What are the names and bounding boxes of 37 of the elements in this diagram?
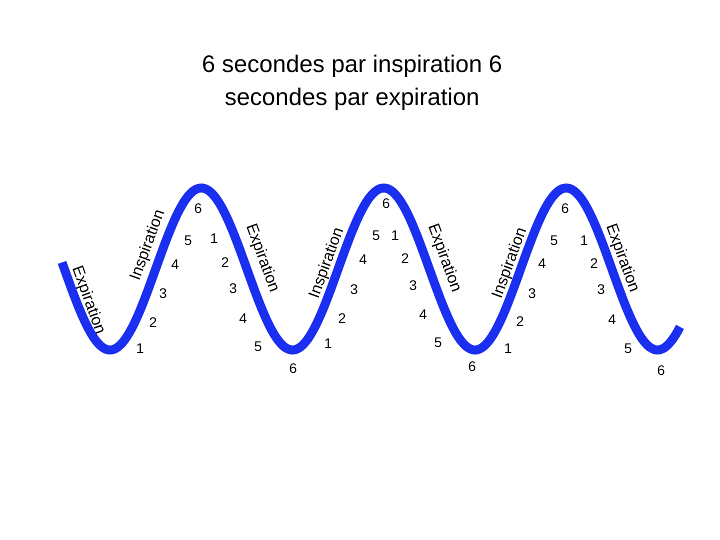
title: 6 secondes par inspiration 6 secondes par expiration [200, 50, 504, 113]
count-number: 3 [229, 280, 237, 296]
count-number: 2 [401, 250, 409, 266]
count-number: 4 [171, 256, 179, 272]
count-number: 1 [580, 232, 588, 248]
count-number: 3 [528, 285, 536, 301]
count-number: 6 [289, 360, 297, 376]
count-number: 6 [382, 195, 390, 211]
count-number: 1 [136, 340, 144, 356]
count-number: 5 [372, 227, 380, 243]
count-number: 5 [254, 338, 262, 354]
count-number: 5 [550, 232, 558, 248]
count-number: 6 [194, 200, 202, 216]
count-number: 5 [184, 232, 192, 248]
count-number: 2 [590, 255, 598, 271]
count-number: 1 [391, 227, 399, 243]
count-number: 4 [239, 310, 247, 326]
count-number: 2 [149, 314, 157, 330]
count-number: 1 [504, 340, 512, 356]
count-number: 5 [624, 340, 632, 356]
count-number: 3 [597, 281, 605, 297]
count-number: 3 [409, 277, 417, 293]
count-number: 4 [359, 251, 367, 267]
count-number: 6 [657, 362, 665, 378]
count-number: 3 [350, 281, 358, 297]
count-number: 2 [338, 310, 346, 326]
count-number: 4 [538, 255, 546, 271]
count-number: 6 [561, 200, 569, 216]
count-number: 6 [468, 358, 476, 374]
count-number: 2 [516, 313, 524, 329]
count-number: 2 [221, 254, 229, 270]
count-number: 3 [159, 285, 167, 301]
count-number: 1 [324, 335, 332, 351]
count-number: 4 [419, 306, 427, 322]
count-number: 5 [434, 334, 442, 350]
count-number: 4 [608, 311, 616, 327]
count-number: 1 [210, 230, 218, 246]
